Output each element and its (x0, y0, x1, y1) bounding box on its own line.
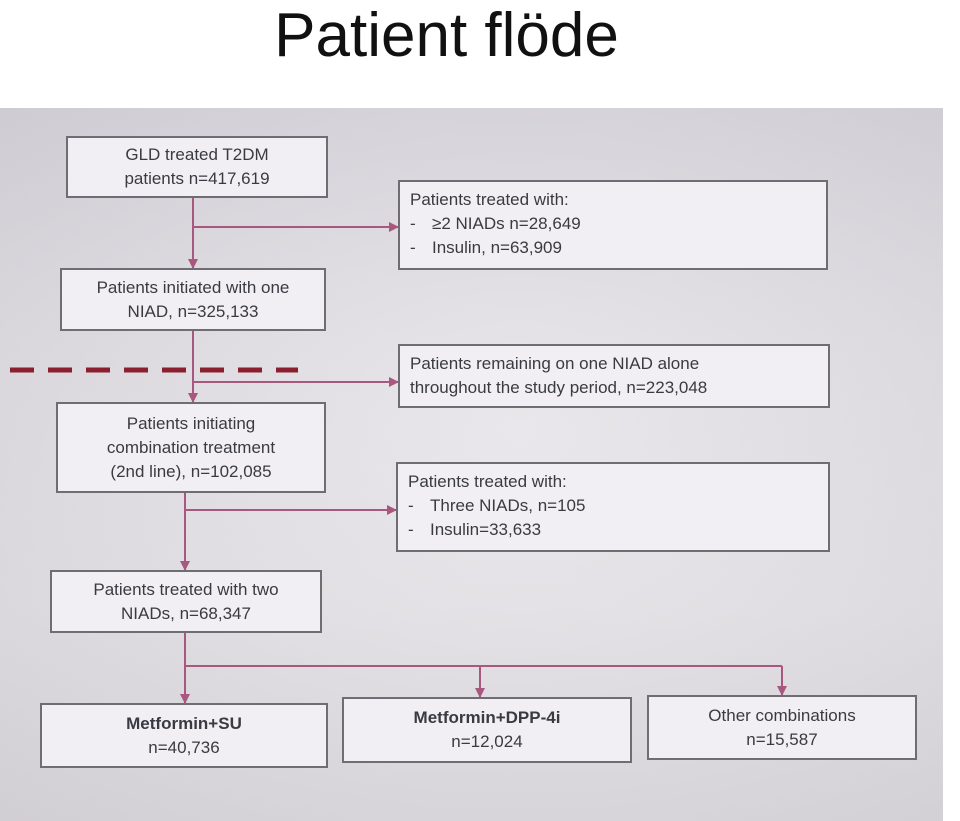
flowchart-connectors (10, 198, 787, 704)
list-item: -Three NIADs, n=105 (408, 496, 586, 515)
connector-lines (180, 198, 787, 704)
box-one-niad: Patients initiated with one NIAD, n=325,… (60, 268, 326, 331)
box-excluded-second-line: Patients treated with: -Three NIADs, n=1… (396, 462, 830, 552)
list-item: -≥2 NIADs n=28,649 (410, 214, 581, 233)
box-two-niads: Patients treated with two NIADs, n=68,34… (50, 570, 322, 633)
box-remaining-one-niad: Patients remaining on one NIAD alone thr… (398, 344, 830, 408)
box-combination-treatment: Patients initiating combination treatmen… (56, 402, 326, 493)
box-metformin-dpp4i: Metformin+DPP-4i n=12,024 (342, 697, 632, 763)
box-metformin-su: Metformin+SU n=40,736 (40, 703, 328, 768)
box-excluded-first-line: Patients treated with: -≥2 NIADs n=28,64… (398, 180, 828, 270)
page-title: Patient flöde (274, 1, 619, 70)
box-gld-treated: GLD treated T2DM patients n=417,619 (66, 136, 328, 198)
list-item: -Insulin, n=63,909 (410, 238, 562, 257)
flowchart-photo: GLD treated T2DM patients n=417,619 Pati… (0, 108, 943, 821)
box-other-combinations: Other combinations n=15,587 (647, 695, 917, 760)
list-item: -Insulin=33,633 (408, 520, 542, 539)
